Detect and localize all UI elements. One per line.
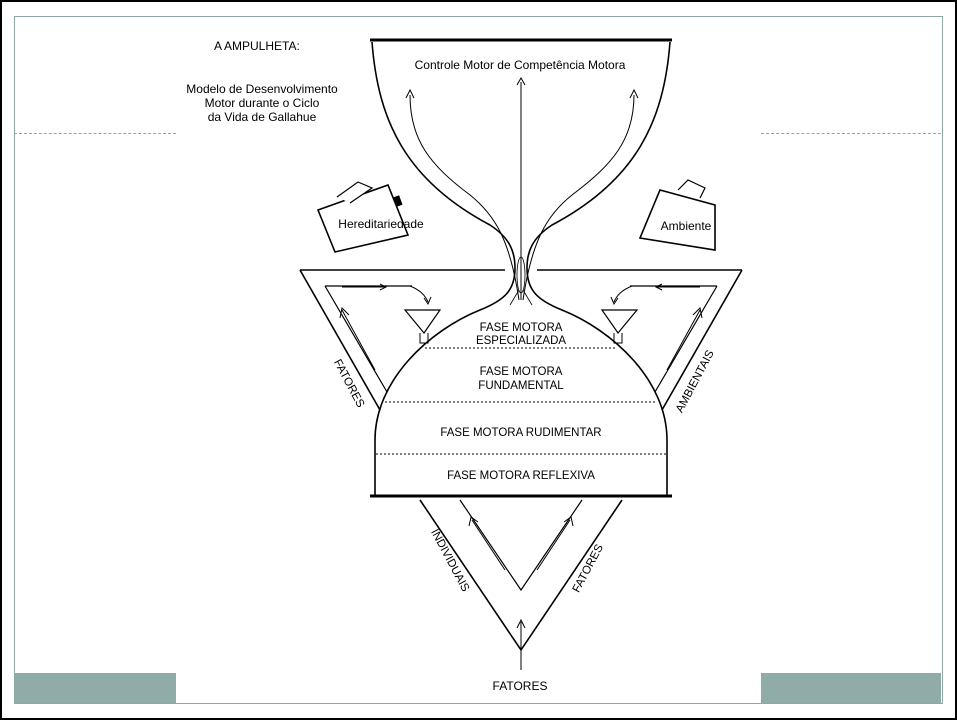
phase-rudimentary: FASE MOTORA RUDIMENTAR	[440, 427, 601, 439]
upper-bulb-left	[371, 41, 516, 269]
bucket-right-label: Ambiente	[661, 219, 712, 233]
subtitle-line-3: da Vida de Gallahue	[208, 110, 317, 124]
accent-bar-left	[14, 673, 176, 703]
flow-left	[409, 94, 520, 301]
left-triangle	[299, 269, 505, 411]
phase-reflexive: FASE MOTORA REFLEXIVA	[447, 470, 595, 482]
divider-right	[761, 133, 941, 134]
top-label: Controle Motor de Competência Motora	[415, 58, 626, 72]
upper-bulb-right	[526, 41, 671, 269]
side-right-label: AMBIENTAIS	[674, 348, 717, 415]
bucket-ambiente	[638, 179, 716, 251]
slide-inner-border	[14, 16, 943, 704]
bucket-left-label: Hereditariedade	[338, 217, 424, 231]
hourglass-diagram	[176, 30, 761, 702]
bottom-label: FATORES	[493, 679, 548, 693]
divider-left	[14, 133, 176, 134]
bucket-hereditariedade	[316, 181, 410, 253]
phase-specialized-line1: FASE MOTORA	[480, 322, 563, 334]
phase-specialized-line2: ESPECIALIZADA	[476, 335, 566, 347]
funnel-left	[403, 309, 442, 334]
diagram-title: A AMPULHETA:	[214, 39, 300, 53]
funnel-right	[600, 309, 639, 334]
flow-right	[522, 94, 635, 301]
right-triangle	[537, 269, 743, 411]
bottom-left-label: INDIVIDUAIS	[428, 527, 471, 594]
phase-fundamental-line2: FUNDAMENTAL	[478, 380, 564, 392]
subtitle-line-2: Motor durante o Ciclo	[205, 96, 320, 110]
phase-fundamental-line1: FASE MOTORA	[480, 366, 563, 378]
side-left-label: FATORES	[331, 358, 366, 410]
accent-bar-right	[761, 673, 941, 703]
subtitle-line-1: Modelo de Desenvolvimento	[186, 82, 338, 96]
